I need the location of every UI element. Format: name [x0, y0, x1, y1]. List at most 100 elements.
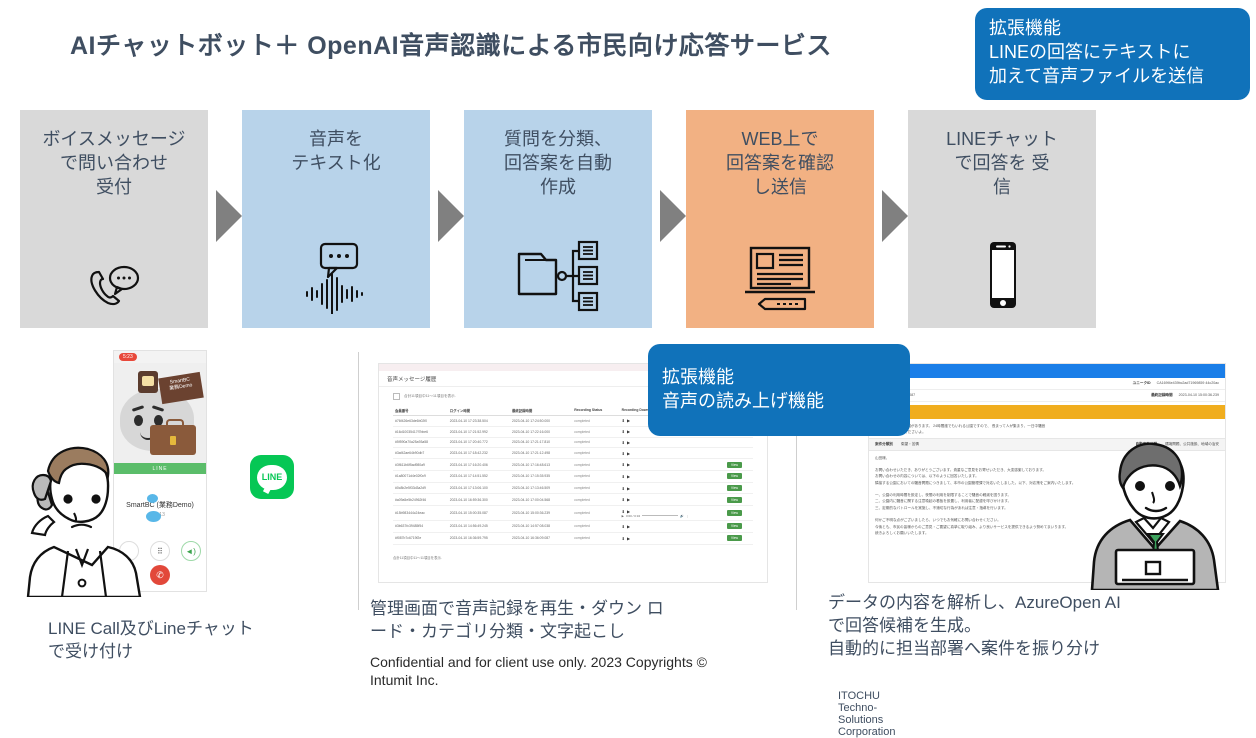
cell-actions: View [725, 493, 753, 507]
col-login-time: ログイン時間 [447, 405, 510, 416]
caption-right: データの内容を解析し、AzureOpen AI で回答候補を生成。 自動的に担当… [828, 593, 1121, 658]
meta-row: 2023-04-10 11:00:05.087 最終記録時間 2023-04-1… [869, 390, 1225, 402]
download-icon[interactable]: ⬇ [621, 429, 628, 435]
cell-recording-status: completed [572, 415, 620, 427]
play-icon[interactable]: ▶ [627, 497, 633, 503]
view-button[interactable]: View [727, 535, 742, 542]
cell-member-id: #3f611b6f5ad980a9 [393, 458, 448, 471]
cell-last-time: 2023-04-10 17:13:46.509 [509, 482, 573, 495]
browser-topbar [379, 364, 767, 371]
play-icon[interactable]: ▶ [621, 513, 624, 518]
category-value: 衛望・苦情 [900, 441, 919, 446]
speaker-icon[interactable]: ◄) [180, 541, 201, 561]
play-icon[interactable]: ▶ [627, 429, 633, 435]
play-icon[interactable]: ▶ [627, 418, 633, 424]
cell-member-id: #0c8b2e5f33d3a2d9 [393, 482, 448, 495]
cell-actions: View [725, 505, 753, 522]
view-button[interactable]: View [727, 523, 742, 530]
table-hint-row: 合計11項目中11～11項目を表示. [393, 393, 753, 400]
meta-label-last: 最終記録時間 [1151, 393, 1173, 397]
cell-last-time: 2023-04-10 17:24:50.000 [509, 415, 573, 427]
character-hat-face [142, 376, 154, 386]
cell-actions: View [725, 482, 753, 495]
download-icon[interactable]: ⬇ [621, 523, 628, 529]
panel-divider-1 [358, 352, 359, 610]
keypad-icon[interactable]: ⠿ [149, 541, 170, 561]
cell-recording-download: ⬇▶ [619, 520, 726, 533]
download-icon[interactable]: ⬇ [621, 418, 628, 424]
play-icon[interactable]: ▶ [627, 473, 633, 479]
cell-recording-download: ⬇▶ [619, 458, 726, 471]
download-icon[interactable]: ⬇ [621, 535, 628, 541]
download-icon[interactable]: ⬇ [621, 450, 628, 456]
caller-name: SmartBC (業務Demo) [126, 502, 194, 509]
phone-statusbar: 5:23 [114, 351, 206, 363]
play-icon[interactable]: ▶ [627, 439, 633, 445]
download-icon[interactable]: ⬇ [621, 508, 628, 514]
download-icon[interactable]: ⬇ [621, 462, 628, 468]
sticker-text: SmartBC 業務Demo [158, 371, 204, 405]
view-button[interactable]: View [727, 461, 742, 468]
line-app-icon: LINE [250, 455, 294, 499]
cell-recording-status: completed [572, 505, 620, 522]
cell-actions [725, 437, 753, 449]
play-icon[interactable]: ▶ [627, 450, 633, 456]
flow-arrow-2 [438, 190, 464, 242]
line-app-icon-label: LINE [257, 464, 287, 490]
flow-step-label: ボイスメッセージ で問い合わせ 受付 [42, 129, 186, 197]
player-progress[interactable] [642, 515, 679, 517]
cell-recording-status: completed [572, 470, 620, 483]
audio-player[interactable]: ▶0:00 / 0:32🔊⋮ [622, 514, 723, 518]
select-all-checkbox[interactable] [393, 393, 400, 400]
player-menu-icon[interactable]: ⋮ [685, 513, 689, 518]
play-icon[interactable]: ▶ [627, 523, 633, 529]
cell-member-id: #5f590a70a25a93a58 [393, 437, 448, 449]
download-icon[interactable]: ⬇ [621, 439, 628, 445]
flow-step-line-receive: LINEチャット で回答を 受 信 [908, 110, 1096, 328]
cell-last-time: 2023-04-10 17:00:04.568 [509, 493, 573, 507]
play-icon[interactable]: ▶ [627, 508, 633, 514]
briefcase-icon [150, 419, 196, 455]
hangup-icon[interactable]: ✆ [150, 565, 170, 585]
download-icon[interactable]: ⬇ [621, 485, 628, 491]
speech-waveform-icon [242, 226, 430, 314]
flow-step-label: 音声を テキスト化 [291, 129, 381, 173]
download-icon[interactable]: ⬇ [621, 497, 628, 503]
generated-reply-text: 山田様、 お問い合わせいただき、ありがとうございます。貴重なご意見をお寄せいただ… [875, 455, 1076, 535]
download-icon[interactable]: ⬇ [621, 473, 628, 479]
play-icon[interactable]: ▶ [627, 462, 633, 468]
caption-left: LINE Call及びLineチャット で受け付け [48, 619, 254, 661]
play-icon[interactable]: ▶ [627, 535, 633, 541]
volume-icon[interactable]: 🔊 [680, 513, 684, 518]
view-button[interactable]: View [727, 510, 742, 517]
flow-step-label: 質問を分類、 回答案を自動 作成 [504, 129, 612, 197]
play-icon[interactable]: ▶ [627, 485, 633, 491]
view-button[interactable]: View [727, 496, 742, 503]
smartphone-icon [908, 226, 1096, 314]
cell-actions [725, 447, 753, 460]
page-title: AIチャットボット＋ OpenAI音声認識による市民向け応答サービス [70, 32, 832, 60]
cell-recording-status: completed [572, 458, 620, 471]
cell-recording-status: completed [572, 493, 620, 507]
cell-member-id: #16d10035417f7bbe6 [393, 426, 448, 438]
cell-login-time: 2023-04-10 16:59:36.300 [447, 493, 510, 507]
table-footnote: 合計11項目中11～11項目を表示. [393, 555, 442, 560]
cell-last-time: 2023-04-10 16:36:09.087 [509, 532, 573, 545]
screen-title: 音声メッセージ履歴 [379, 371, 767, 387]
view-button[interactable]: View [727, 473, 742, 480]
meta-value-start: 2023-04-10 11:00:05.087 [875, 393, 1145, 398]
cell-login-time: 2023-04-10 17:20:40.772 [447, 437, 510, 449]
meta-row: ユニークID CA169f4e439bc2ad71969859 44c20ac [869, 378, 1225, 390]
flow-arrow-1 [216, 190, 242, 242]
view-button[interactable]: View [727, 485, 742, 492]
cell-last-time: 2023-04-10 15:00:36.239 [509, 505, 573, 522]
